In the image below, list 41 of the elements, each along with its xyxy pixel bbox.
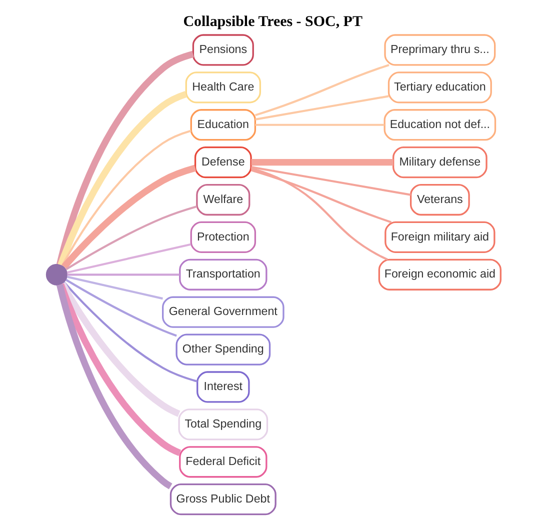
node-box: Total Spending bbox=[178, 408, 268, 440]
connector bbox=[255, 95, 389, 120]
node-box: Education not def... bbox=[384, 109, 496, 141]
node-box: Federal Deficit bbox=[179, 446, 268, 478]
connector bbox=[66, 276, 163, 300]
connector bbox=[250, 167, 388, 260]
connector bbox=[56, 50, 194, 266]
connector bbox=[56, 284, 172, 490]
connector bbox=[66, 243, 192, 274]
connector bbox=[66, 278, 177, 337]
connector bbox=[58, 283, 182, 456]
connector bbox=[58, 90, 188, 266]
node-box: Protection bbox=[190, 221, 256, 254]
node-box: Veterans bbox=[410, 184, 470, 216]
node-circle bbox=[46, 264, 68, 286]
connector bbox=[63, 282, 198, 382]
node-box: Foreign military aid bbox=[384, 221, 496, 254]
connector bbox=[255, 124, 384, 126]
node-box: Transportation bbox=[179, 258, 268, 290]
diagram-title: Collapsible Trees - SOC, PT bbox=[183, 14, 362, 30]
node-box: General Government bbox=[162, 296, 284, 328]
node-box: Gross Public Debt bbox=[170, 484, 276, 516]
node-box: Defense bbox=[194, 146, 252, 178]
connector bbox=[254, 64, 390, 116]
node-box: Foreign economic aid bbox=[378, 258, 502, 290]
connector bbox=[251, 166, 411, 196]
node-box: Other Spending bbox=[176, 334, 271, 366]
node-box: Education bbox=[190, 109, 256, 141]
node-box: Pensions bbox=[192, 34, 254, 66]
connector bbox=[67, 274, 180, 276]
connector bbox=[62, 164, 196, 270]
node-box: Welfare bbox=[196, 184, 250, 216]
connector bbox=[250, 169, 392, 224]
connector bbox=[61, 130, 192, 266]
node-box: Military defense bbox=[392, 146, 488, 178]
connector bbox=[65, 205, 198, 270]
node-box: Tertiary education bbox=[388, 72, 492, 104]
node-box: Health Care bbox=[185, 72, 262, 104]
node-box: Interest bbox=[196, 371, 250, 403]
node-box: Preprimary thru s... bbox=[384, 34, 496, 66]
connector bbox=[251, 158, 394, 166]
